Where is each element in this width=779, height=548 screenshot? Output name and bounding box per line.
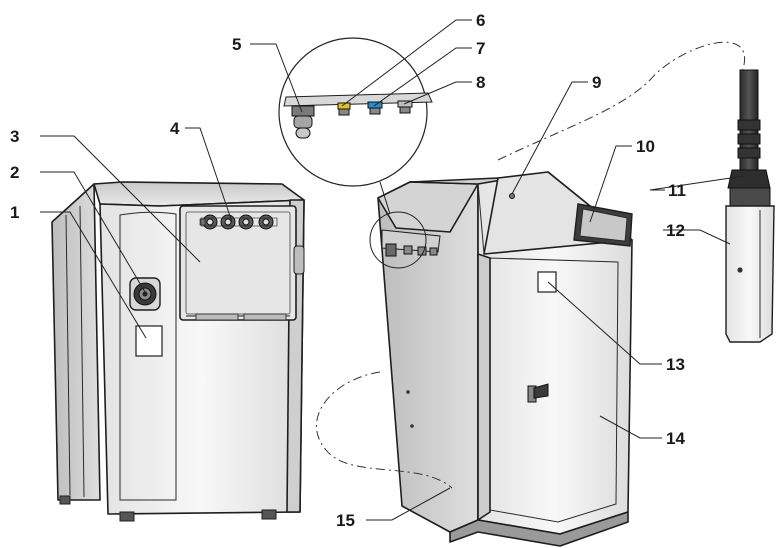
label-plate-rear	[135, 325, 163, 357]
callout-7: 7	[476, 39, 485, 58]
callout-8: 8	[476, 73, 485, 92]
callout-12: 12	[666, 221, 685, 240]
callout-5: 5	[232, 35, 241, 54]
grey-connector	[397, 100, 413, 114]
rear-connector-panel	[179, 205, 297, 321]
zoom-ring-small	[369, 211, 427, 269]
zoom-cable-gland	[291, 105, 315, 139]
callout-1: 1	[10, 203, 19, 222]
callout-14: 14	[666, 429, 685, 448]
door-lock	[527, 383, 549, 403]
callout-9: 9	[592, 73, 601, 92]
label-plate-front	[537, 271, 557, 293]
callout-11: 11	[668, 181, 686, 200]
cable-glands	[199, 214, 278, 230]
dash-dot-cable-lines	[315, 41, 745, 489]
callout-3: 3	[10, 127, 19, 146]
callout-15: 15	[336, 511, 355, 530]
callout-4: 4	[170, 119, 180, 138]
leader-lines	[40, 19, 745, 521]
callout-6: 6	[476, 11, 485, 30]
sensor-probe	[725, 69, 775, 343]
callout-13: 13	[666, 355, 685, 374]
callout-numbers: 1 2 3 4 5 6 7 8 9 10 11 12 13 14 15	[10, 11, 686, 530]
callout-2: 2	[10, 163, 19, 182]
left-unit-rear-view	[51, 181, 305, 522]
status-led	[509, 193, 515, 199]
probe-connector	[727, 169, 771, 189]
side-latch	[293, 245, 305, 275]
circular-port	[129, 277, 161, 311]
right-unit-front-view	[377, 171, 633, 547]
yellow-connector	[337, 102, 351, 116]
blue-connector	[367, 101, 383, 115]
probe-body	[725, 205, 775, 343]
callout-10: 10	[636, 137, 655, 156]
touch-display	[573, 203, 633, 247]
